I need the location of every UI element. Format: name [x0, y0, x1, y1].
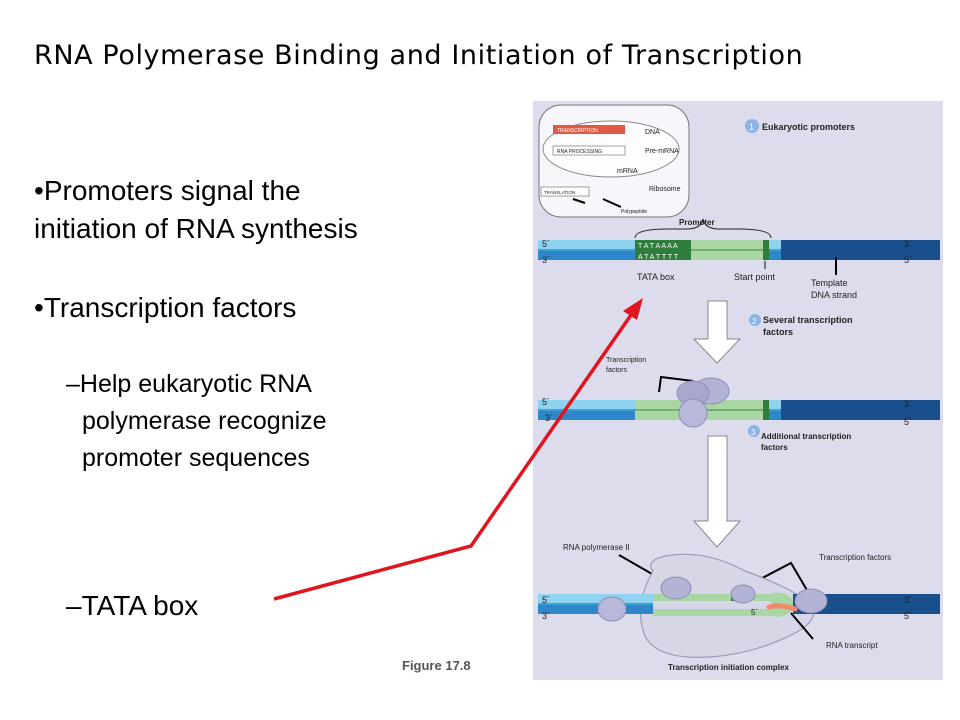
inset-dna-label: DNA	[645, 129, 660, 136]
dash-marker: –	[66, 590, 82, 621]
tata-box-label: TATA box	[637, 272, 675, 282]
inset-pre-mrna-label: Pre-mRNA	[645, 148, 679, 155]
dna3-three-prime-left: 3´	[542, 611, 550, 621]
bullet-transcription-factors: •Transcription factors	[34, 292, 297, 323]
step-1-number: 1	[749, 122, 754, 132]
rna-transcript-pointer	[790, 612, 814, 640]
inset-ribosome-label: Ribosome	[649, 186, 681, 193]
tf-label-line2: factors	[606, 367, 628, 374]
inset-translation-box	[540, 186, 590, 197]
step-3-label-line2: factors	[761, 443, 788, 452]
transcription-factors-bound	[676, 377, 730, 428]
figure-shape	[653, 594, 771, 601]
dna2-three-prime-right: 3´	[904, 399, 912, 409]
rna-transcript-label: RNA transcript	[826, 641, 878, 650]
rna-pol-label: RNA polymerase II	[563, 543, 630, 552]
figure-shape	[763, 400, 769, 420]
figure-label: Figure 17.8	[402, 658, 471, 673]
rna-transcript	[766, 603, 798, 612]
figure-shape	[538, 603, 653, 605]
subbullet-tata-box-text: TATA box	[81, 590, 199, 621]
figure-shape	[653, 609, 771, 616]
inset-rna-processing-label: RNA PROCESSING	[557, 149, 602, 155]
bullet-promoters: •Promoters signal the initiation of RNA …	[34, 175, 358, 244]
slide-title: RNA Polymerase Binding and Initiation of…	[34, 40, 804, 71]
rna-five-prime-label: 5´	[751, 608, 758, 617]
subbullet-line3: promoter sequences	[82, 444, 310, 472]
initiation-complex-label: Transcription initiation complex	[668, 663, 789, 672]
step-1-badge	[745, 119, 759, 133]
tata-bottom-strand: A T A T T T T	[638, 254, 679, 261]
step-2-number: 2	[752, 317, 757, 326]
step-3-number: 3	[751, 428, 756, 437]
step-arrow-2	[692, 435, 742, 548]
tata-box-arrowhead	[623, 298, 643, 320]
figure-shape	[678, 398, 708, 428]
figure-shape	[794, 588, 828, 614]
dna3-five-prime-right: 5´	[904, 611, 912, 621]
subbullet-tata-box: –TATA box	[66, 590, 199, 622]
step-2-badge	[749, 314, 761, 326]
figure-shape	[793, 594, 940, 614]
step-2-label-line2: factors	[763, 327, 793, 337]
promoter-label: Promoter	[679, 218, 715, 227]
figure-shape	[635, 249, 765, 251]
promoter-bracket	[634, 218, 772, 239]
figure-shape	[781, 240, 940, 260]
subbullet-help-rna-polymerase: –Help eukaryotic RNA polymerase recogniz…	[66, 366, 462, 477]
tf-pointer	[658, 375, 694, 393]
inset-mrna-label: mRNA	[617, 168, 638, 175]
dna2-five-prime-right: 5´	[904, 417, 912, 427]
subbullet-line2: polymerase recognize	[82, 407, 327, 435]
transcription-figure: TRANSCRIPTION RNA PROCESSING TRANSLATION…	[533, 101, 943, 680]
tata-box-segment	[635, 240, 691, 260]
dna2-three-prime-left: 3´	[545, 413, 553, 423]
figure-shape	[660, 576, 692, 600]
step-1-label: Eukaryotic promoters	[762, 122, 855, 132]
subbullet-line1: Help eukaryotic RNA	[79, 370, 312, 398]
tf-label-line1: Transcription	[606, 357, 646, 364]
inset-transcription-box	[553, 125, 625, 134]
dash-marker: –	[66, 370, 80, 398]
figure-shape	[572, 198, 586, 204]
bullet-promoters-line1: Promoters signal the	[43, 175, 301, 206]
overview-inset: TRANSCRIPTION RNA PROCESSING TRANSLATION…	[538, 104, 690, 218]
figure-shape	[763, 240, 769, 260]
figure-shape	[538, 605, 653, 614]
template-label-line2: DNA strand	[811, 290, 857, 300]
step-3-label-line1: Additional transcription	[761, 432, 851, 441]
step-3-badge	[748, 425, 760, 437]
tf-right-label: Transcription factors	[819, 553, 891, 562]
figure-shape	[730, 584, 756, 604]
dna1-five-prime-right: 5´	[904, 255, 912, 265]
dna-initiation-complex	[538, 592, 940, 617]
tata-top-strand: T A T A A A A	[638, 243, 678, 250]
bound-factors	[597, 576, 828, 622]
inset-transcription-label: TRANSCRIPTION	[557, 128, 598, 134]
inset-rna-processing-box	[552, 145, 626, 156]
template-label-line1: Template	[811, 278, 848, 288]
bullet-transcription-factors-text: Transcription factors	[43, 292, 297, 323]
step-2-label-line1: Several transcription	[763, 315, 853, 325]
figure-shape	[781, 400, 940, 420]
figure-shape	[597, 596, 627, 622]
figure-shape	[602, 198, 622, 208]
figure-shape	[538, 594, 653, 603]
dna1-three-prime-right: 3´	[904, 239, 912, 249]
bullet-promoters-line2: initiation of RNA synthesis	[34, 213, 358, 244]
step-arrow-1	[692, 300, 742, 364]
dna2-five-prime-left: 5´	[542, 397, 550, 407]
dna-promoter-region	[538, 240, 940, 260]
inset-translation-label: TRANSLATION	[544, 190, 575, 195]
dna3-three-prime-right: 3´	[904, 595, 912, 605]
start-point-label: Start point	[734, 272, 776, 282]
dna1-five-prime-left: 5´	[542, 239, 550, 249]
tata-box-pointer-line	[273, 314, 633, 601]
dna3-five-prime-left: 5´	[542, 595, 550, 605]
inset-polypeptide-label: Polypeptide	[621, 209, 647, 215]
dna1-three-prime-left: 3´	[542, 255, 550, 265]
